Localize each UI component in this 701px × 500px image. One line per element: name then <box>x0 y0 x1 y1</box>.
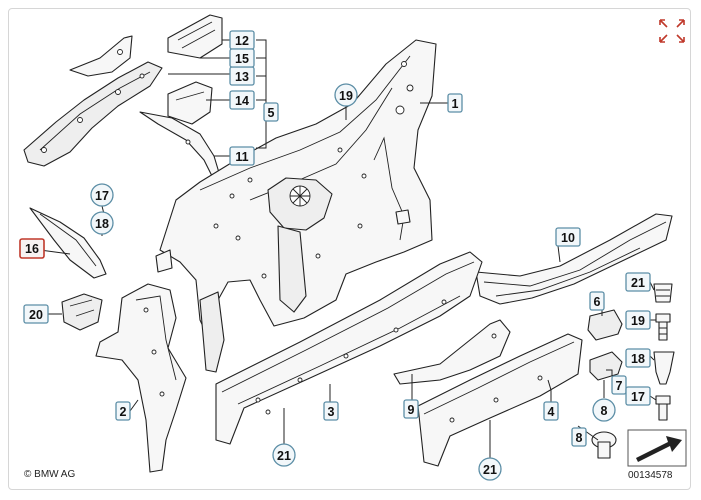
bracket-part-9 <box>393 319 511 385</box>
label-6[interactable]: 6 <box>589 291 605 311</box>
label-3[interactable]: 3 <box>323 401 339 421</box>
label-17-main-text: 17 <box>95 189 109 203</box>
label-3-text: 3 <box>328 405 335 419</box>
block-parts-6-7 <box>587 309 623 381</box>
bracket-part-16 <box>29 207 107 279</box>
bracket-parts-12-15 <box>69 14 223 77</box>
label-18-side[interactable]: 18 <box>625 348 651 368</box>
main-side-frame-part-1 <box>155 39 437 373</box>
label-19-main-text: 19 <box>339 89 353 103</box>
diagram-frame <box>8 8 691 490</box>
label-11-text: 11 <box>235 150 248 164</box>
bracket-part-14 <box>167 81 213 125</box>
label-7-text: 7 <box>616 379 623 393</box>
fastener-18 <box>653 351 675 385</box>
label-4-text: 4 <box>548 405 555 419</box>
label-13[interactable]: 13 <box>229 66 255 86</box>
leader-lines <box>39 39 657 458</box>
label-15-text: 15 <box>235 52 249 66</box>
label-8-box-text: 8 <box>576 431 583 445</box>
label-1-text: 1 <box>452 97 459 111</box>
label-14[interactable]: 14 <box>229 90 255 110</box>
label-20-text: 20 <box>29 308 43 322</box>
fastener-17 <box>655 395 671 421</box>
expand-arrows-icon[interactable] <box>659 19 685 43</box>
label-12-text: 12 <box>235 34 249 48</box>
label-1[interactable]: 1 <box>447 93 463 113</box>
long-rail-part <box>23 61 163 167</box>
label-18-main[interactable]: 18 <box>90 211 114 235</box>
label-2-text: 2 <box>120 405 127 419</box>
label-19-main[interactable]: 19 <box>334 83 358 107</box>
rocker-rail-part-3 <box>215 251 483 445</box>
label-16[interactable]: 16 <box>19 238 45 259</box>
label-21-side[interactable]: 21 <box>625 272 651 292</box>
label-21-a-text: 21 <box>277 449 291 463</box>
label-15[interactable]: 15 <box>229 48 255 68</box>
label-18-main-text: 18 <box>95 217 109 231</box>
label-9[interactable]: 9 <box>403 399 419 419</box>
label-2[interactable]: 2 <box>115 401 131 421</box>
label-16-text: 16 <box>25 242 39 256</box>
label-13-text: 13 <box>235 70 249 84</box>
fastener-21 <box>653 283 673 303</box>
label-18-side-text: 18 <box>631 352 645 366</box>
label-4[interactable]: 4 <box>543 401 559 421</box>
label-10[interactable]: 10 <box>555 227 581 247</box>
label-5[interactable]: 5 <box>263 102 279 122</box>
label-14-text: 14 <box>235 94 249 108</box>
fastener-8 <box>591 431 617 459</box>
rail-part-4 <box>417 333 583 467</box>
label-21-b-text: 21 <box>483 463 497 477</box>
label-17-side-text: 17 <box>631 390 645 404</box>
fastener-19 <box>655 313 671 341</box>
mount-part-20 <box>61 293 103 331</box>
label-21-a[interactable]: 21 <box>272 443 296 467</box>
label-8-circle[interactable]: 8 <box>592 398 616 422</box>
label-21-b[interactable]: 21 <box>478 457 502 481</box>
copyright-notice: © BMW AG <box>24 469 75 480</box>
label-11[interactable]: 11 <box>229 146 255 166</box>
doc-number: 00134578 <box>628 470 673 481</box>
label-19-side-text: 19 <box>631 314 645 328</box>
label-20[interactable]: 20 <box>23 304 49 324</box>
label-7[interactable]: 7 <box>611 375 627 395</box>
label-17-main[interactable]: 17 <box>90 183 114 207</box>
label-8-circle-text: 8 <box>601 404 608 418</box>
label-10-text: 10 <box>561 231 575 245</box>
label-5-text: 5 <box>268 106 275 120</box>
direction-arrow-icon <box>627 429 687 467</box>
pillar-part-2 <box>95 283 187 473</box>
sill-part-10 <box>475 213 673 305</box>
label-12[interactable]: 12 <box>229 30 255 50</box>
label-9-text: 9 <box>408 403 415 417</box>
label-8-box[interactable]: 8 <box>571 427 587 447</box>
copyright-text: © BMW AG <box>24 469 75 480</box>
label-19-side[interactable]: 19 <box>625 310 651 330</box>
label-6-text: 6 <box>594 295 601 309</box>
label-21-side-text: 21 <box>631 276 645 290</box>
curved-strap-part-11 <box>139 111 221 181</box>
label-17-side[interactable]: 17 <box>625 386 651 406</box>
